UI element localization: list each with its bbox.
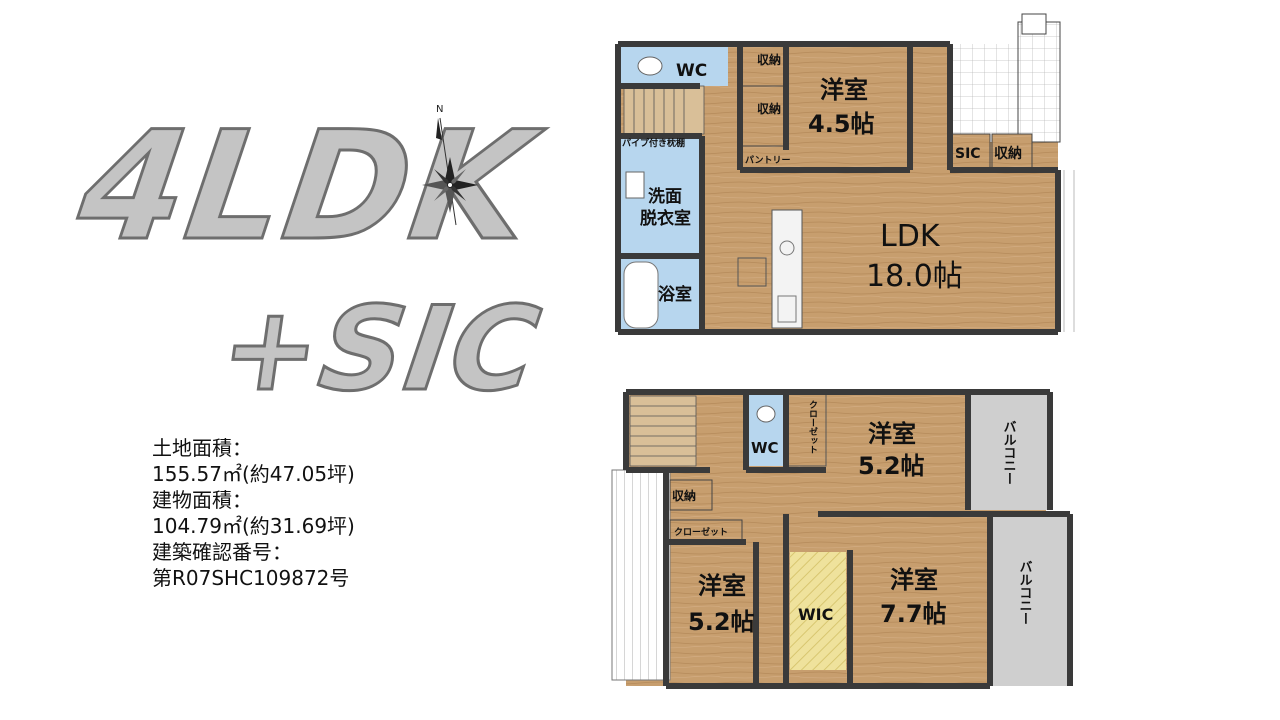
property-info: 土地面積： 155.57㎡(約47.05坪) 建物面積： 104.79㎡(約31… [152, 435, 355, 591]
f2-western-c-size: 7.7帖 [880, 600, 947, 628]
f1-storage-a-label: 収納 [757, 52, 781, 67]
f2-storage-label: 収納 [672, 488, 696, 503]
f1-bath-label: 浴室 [658, 284, 692, 305]
f1-ldk-name: LDK [880, 219, 941, 254]
f1-washroom-label-line1: 洗面 [648, 186, 682, 207]
f1-pipe-shelf-label: パイプ付き枕棚 [622, 137, 685, 149]
f2-closet-vertical-label: クローゼット [807, 400, 818, 454]
f1-sic-label: SIC [955, 146, 981, 162]
f2-balcony-b-label: バルコニー [1017, 560, 1033, 625]
f2-western-b-name: 洋室 [698, 572, 746, 600]
building-area-value: 104.79㎡(約31.69坪) [152, 514, 355, 538]
building-area-label: 建物面積： [152, 488, 252, 512]
f1-washroom-label-line2: 脱衣室 [640, 208, 691, 229]
permit-number-value: 第R07SHC109872号 [152, 566, 350, 590]
f1-pantry-label: パントリー [745, 154, 790, 166]
compass-rose-icon: N [422, 104, 478, 226]
floor-2-labels: WC クローゼット 洋室 5.2帖 バルコニー 収納 クローゼット 洋室 5.2… [672, 400, 1032, 636]
f2-western-a-name: 洋室 [868, 420, 916, 448]
f2-closet-horizontal-label: クローゼット [674, 526, 728, 538]
f1-storage-c-label: 収納 [994, 145, 1022, 162]
permit-number-label: 建築確認番号： [152, 540, 292, 564]
f2-western-c-name: 洋室 [890, 566, 938, 594]
f2-wc-label: WC [751, 439, 779, 457]
compass-north-label: N [436, 104, 443, 115]
f2-balcony-a-label: バルコニー [1001, 420, 1017, 485]
f2-western-a-size: 5.2帖 [858, 452, 925, 480]
f1-western-room-size: 4.5帖 [808, 110, 875, 138]
land-area-label: 土地面積： [152, 436, 252, 460]
f2-western-b-size: 5.2帖 [688, 608, 755, 636]
floor-2-plan [611, 389, 1073, 689]
f1-storage-b-label: 収納 [757, 101, 781, 116]
f1-ldk-size: 18.0帖 [866, 259, 963, 294]
f1-western-room-name: 洋室 [820, 76, 868, 104]
land-area-value: 155.57㎡(約47.05坪) [152, 462, 355, 486]
f2-wic-label: WIC [798, 605, 833, 624]
floor-1-labels: WC 収納 収納 洋室 4.5帖 SIC 収納 パイプ付き枕棚 パントリー 洗面… [622, 52, 1022, 305]
floor-1-plan [615, 13, 1075, 335]
f1-wc-label: WC [676, 61, 707, 81]
